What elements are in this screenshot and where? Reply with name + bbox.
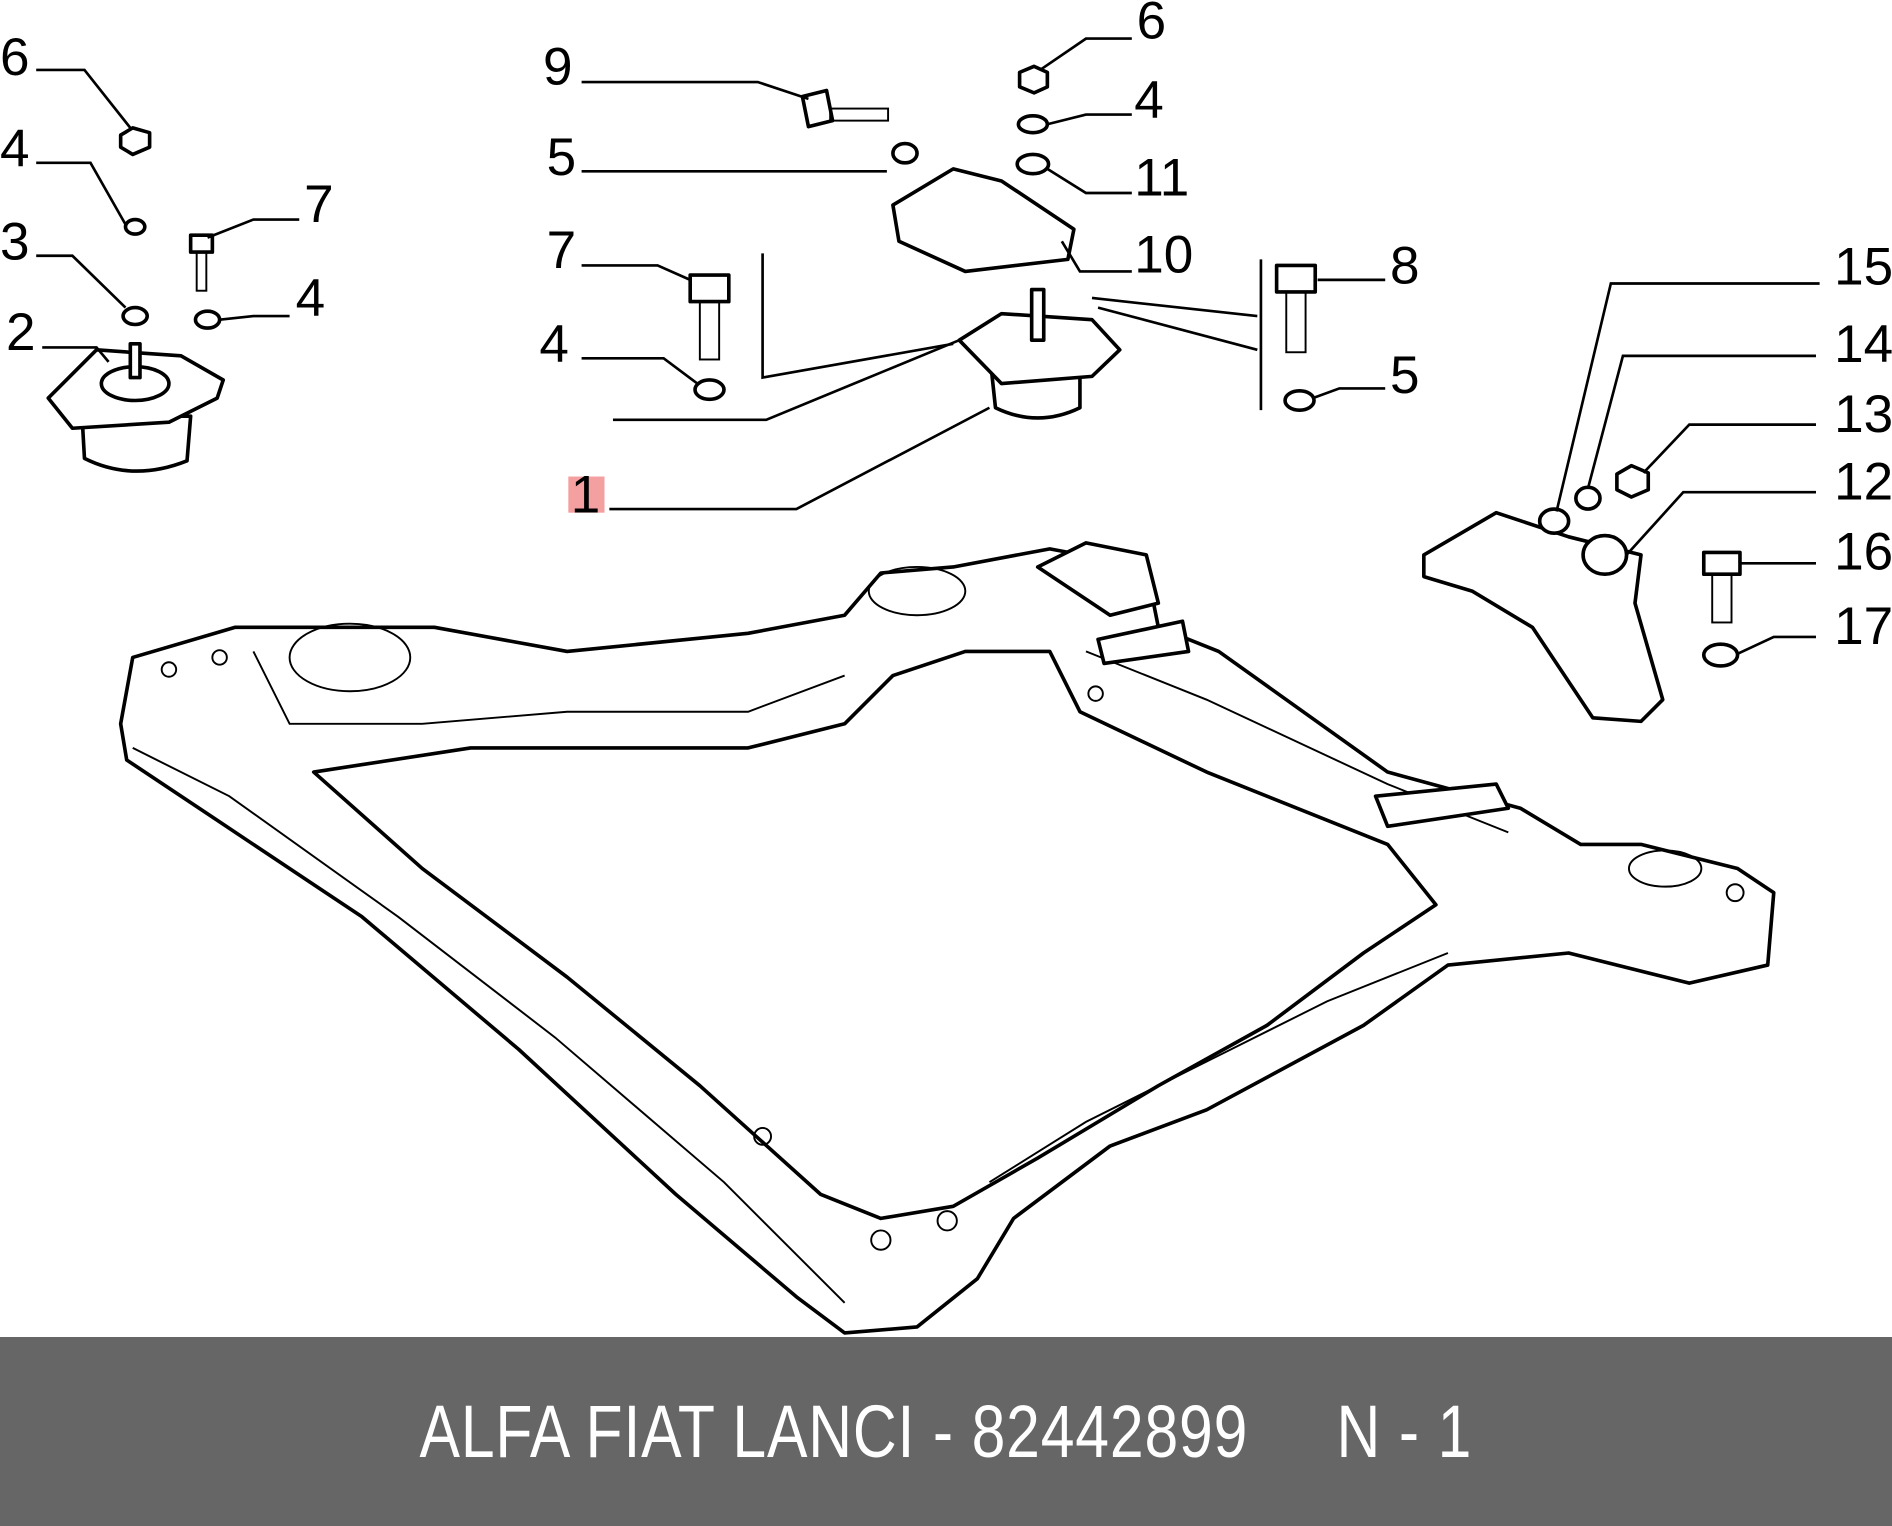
leader-lines	[36, 37, 1820, 656]
support-arm-right	[1422, 463, 1742, 724]
engine-mount-left	[46, 126, 226, 473]
callout-12[interactable]: 12	[1834, 452, 1892, 511]
callout-16[interactable]: 16	[1834, 522, 1892, 581]
brand: ALFA FIAT LANCI	[419, 1390, 916, 1473]
callout-1[interactable]: 1	[571, 466, 601, 525]
callout-4[interactable]: 4	[0, 119, 30, 178]
callout-15[interactable]: 15	[1834, 238, 1892, 297]
part-number-banner: ALFA FIAT LANCI - 82442899 N - 1	[0, 1337, 1892, 1526]
callout-5[interactable]: 5	[1390, 346, 1420, 405]
reference: N - 1	[1336, 1390, 1473, 1473]
banner-text: ALFA FIAT LANCI - 82442899 N - 1	[420, 1389, 1473, 1474]
callout-7[interactable]: 7	[304, 175, 334, 234]
callout-13[interactable]: 13	[1834, 385, 1892, 444]
callout-4[interactable]: 4	[296, 269, 326, 328]
callout-3[interactable]: 3	[0, 212, 30, 271]
callout-7[interactable]: 7	[547, 221, 577, 280]
callout-8[interactable]: 8	[1390, 236, 1420, 295]
callout-14[interactable]: 14	[1834, 315, 1892, 374]
callout-11[interactable]: 11	[1134, 148, 1189, 207]
callout-4[interactable]: 4	[1134, 71, 1164, 130]
callout-labels: 6 4 3 7 4 2 9 5 7 4 1 6 4 11 10 8 5 15 1…	[0, 0, 1892, 656]
callout-4[interactable]: 4	[539, 315, 569, 374]
part-number: 82442899	[971, 1390, 1249, 1473]
callout-10[interactable]: 10	[1134, 226, 1193, 285]
subframe-drawing	[118, 541, 1776, 1335]
callout-17[interactable]: 17	[1834, 597, 1892, 656]
engine-mount-center	[688, 64, 1318, 420]
callout-5[interactable]: 5	[547, 128, 577, 187]
callout-6[interactable]: 6	[0, 28, 30, 87]
callout-2[interactable]: 2	[6, 303, 36, 362]
callout-highlight	[568, 476, 605, 513]
separator: -	[933, 1390, 955, 1473]
callout-6[interactable]: 6	[1137, 0, 1167, 51]
callout-9[interactable]: 9	[543, 37, 573, 96]
